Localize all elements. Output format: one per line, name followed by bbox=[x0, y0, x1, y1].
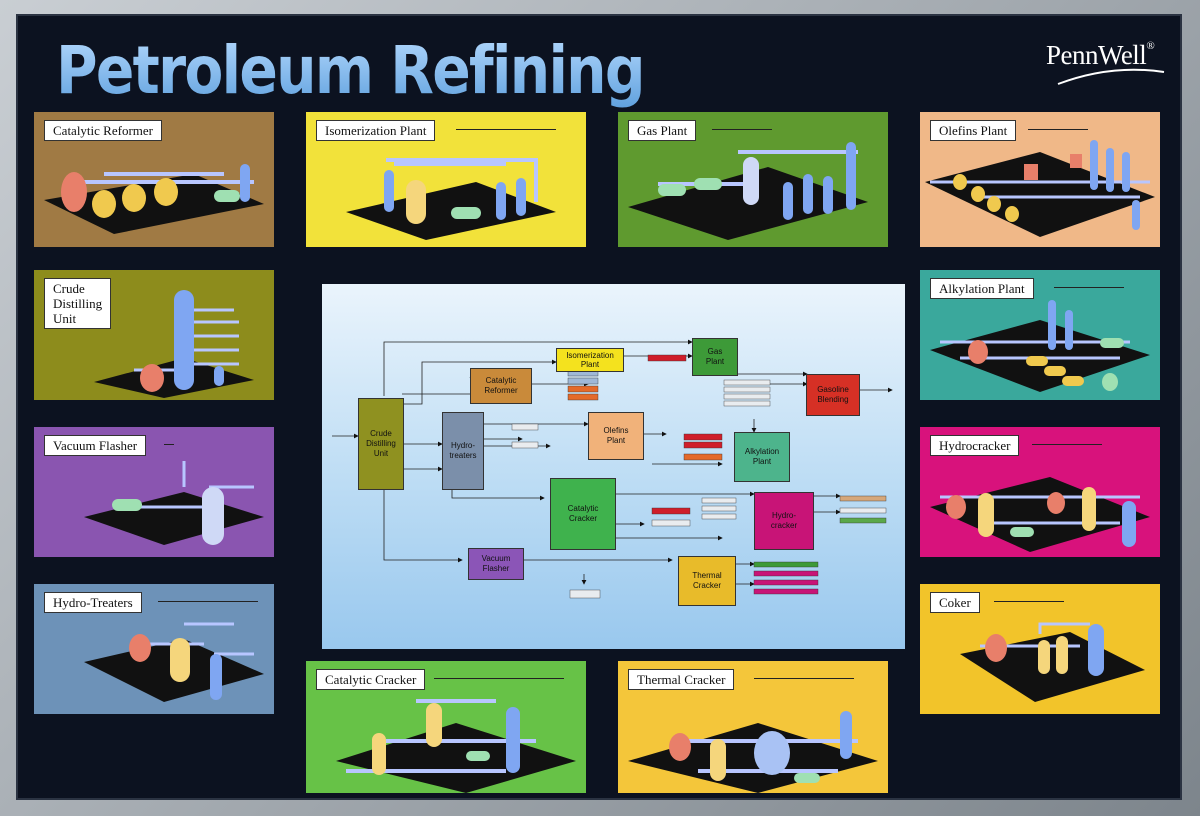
unit-label: Reformer bbox=[484, 386, 518, 395]
unit-label: Vacuum bbox=[481, 554, 511, 563]
unit-hydrocracker: Hydro- cracker bbox=[754, 492, 814, 550]
unit-label: treaters bbox=[449, 451, 477, 460]
unit-label: Distilling bbox=[366, 439, 396, 448]
label-rule bbox=[1032, 444, 1102, 445]
catalytic-reformer-illustration bbox=[44, 164, 264, 234]
unit-label: Crude bbox=[370, 429, 392, 438]
panel-vacuum-flasher: Vacuum Flasher bbox=[34, 427, 274, 557]
panel-label: Vacuum Flasher bbox=[44, 435, 147, 456]
thermal-cracker-illustration bbox=[628, 711, 878, 793]
unit-label: Olefins bbox=[603, 426, 629, 435]
panel-catalytic-cracker: Catalytic Cracker bbox=[306, 661, 586, 793]
unit-label: Blending bbox=[817, 395, 849, 404]
panel-label: Coker bbox=[930, 592, 980, 613]
unit-vacuum-flasher: Vacuum Flasher bbox=[468, 548, 524, 580]
panel-crude-distilling-unit: Crude Distilling Unit bbox=[34, 270, 274, 400]
unit-label: Gas bbox=[707, 347, 723, 356]
unit-isomerization: Isomerization Plant bbox=[556, 348, 624, 372]
panel-catalytic-reformer: Catalytic Reformer bbox=[34, 112, 274, 247]
refinery-flow-diagram: Crude Distilling Unit Hydro- treaters Ca… bbox=[322, 284, 905, 649]
poster: Petroleum Refining PennWell® Catalytic R… bbox=[16, 14, 1182, 800]
label-rule bbox=[1028, 129, 1088, 130]
label-rule bbox=[158, 601, 258, 602]
panel-label: Olefins Plant bbox=[930, 120, 1017, 141]
panel-label: Gas Plant bbox=[628, 120, 697, 141]
unit-label: Flasher bbox=[482, 564, 510, 573]
flow-diagram-canvas bbox=[332, 339, 893, 599]
unit-label: Hydro- bbox=[450, 441, 475, 450]
panel-label: Alkylation Plant bbox=[930, 278, 1034, 299]
unit-label: Plant bbox=[752, 457, 772, 466]
unit-catalytic-cracker: Catalytic Cracker bbox=[550, 478, 616, 550]
isomerization-plant-illustration bbox=[346, 158, 556, 240]
unit-label: Hydro- bbox=[771, 511, 796, 520]
panel-hydro-treaters: Hydro-Treaters bbox=[34, 584, 274, 714]
panel-gas-plant: Gas Plant bbox=[618, 112, 888, 247]
label-rule bbox=[994, 601, 1064, 602]
hydro-treaters-illustration bbox=[84, 622, 264, 702]
unit-label: Catalytic bbox=[567, 504, 599, 513]
registered-mark: ® bbox=[1146, 40, 1155, 52]
panel-label: Crude Distilling Unit bbox=[44, 278, 112, 329]
label-rule bbox=[754, 678, 854, 679]
unit-label: Cracker bbox=[692, 581, 721, 590]
panel-label: Hydro-Treaters bbox=[44, 592, 142, 613]
panel-olefins-plant: Olefins Plant bbox=[920, 112, 1160, 247]
unit-gas-plant: Gas Plant bbox=[692, 338, 738, 376]
panel-label-line: Distilling bbox=[53, 296, 103, 311]
crude-distilling-illustration bbox=[94, 290, 254, 398]
poster-title: Petroleum Refining bbox=[56, 28, 646, 114]
unit-catalytic-reformer: Catalytic Reformer bbox=[470, 368, 532, 404]
unit-label: cracker bbox=[770, 521, 798, 530]
unit-label: Isomerization bbox=[566, 351, 614, 360]
vacuum-flasher-illustration bbox=[84, 461, 264, 545]
panel-coker: Coker bbox=[920, 584, 1160, 714]
panel-thermal-cracker: Thermal Cracker bbox=[618, 661, 888, 793]
catalytic-cracker-illustration bbox=[336, 699, 576, 793]
unit-label: Alkylation bbox=[744, 447, 780, 456]
label-rule bbox=[456, 129, 556, 130]
panel-label: Thermal Cracker bbox=[628, 669, 735, 690]
panel-label-line: Crude bbox=[53, 281, 85, 296]
unit-hydro-treaters: Hydro- treaters bbox=[442, 412, 484, 490]
coker-illustration bbox=[960, 622, 1145, 702]
label-rule bbox=[434, 678, 564, 679]
unit-olefins: Olefins Plant bbox=[588, 412, 644, 460]
unit-crude-distilling: Crude Distilling Unit bbox=[358, 398, 404, 490]
panel-label: Isomerization Plant bbox=[316, 120, 436, 141]
unit-label: Unit bbox=[373, 449, 389, 458]
logo-text: PennWell bbox=[1046, 40, 1147, 70]
unit-label: Plant bbox=[580, 360, 600, 369]
unit-label: Thermal bbox=[692, 571, 722, 580]
product-tags bbox=[511, 354, 887, 599]
panel-isomerization-plant: Isomerization Plant bbox=[306, 112, 586, 247]
panel-label: Hydrocracker bbox=[930, 435, 1020, 456]
panel-label: Catalytic Reformer bbox=[44, 120, 162, 141]
pennwell-logo: PennWell® bbox=[1046, 40, 1155, 71]
label-rule bbox=[1054, 287, 1124, 288]
panel-label-line: Unit bbox=[53, 311, 77, 326]
unit-label: Plant bbox=[606, 436, 626, 445]
label-rule bbox=[164, 444, 174, 445]
logo-swoosh-icon bbox=[1057, 68, 1165, 85]
label-rule bbox=[712, 129, 772, 130]
unit-label: Catalytic bbox=[485, 376, 517, 385]
panel-alkylation-plant: Alkylation Plant bbox=[920, 270, 1160, 400]
hydrocracker-illustration bbox=[930, 477, 1150, 552]
gas-plant-illustration bbox=[628, 142, 868, 240]
panel-hydrocracker: Hydrocracker bbox=[920, 427, 1160, 557]
unit-thermal-cracker: Thermal Cracker bbox=[678, 556, 736, 606]
unit-alkylation: Alkylation Plant bbox=[734, 432, 790, 482]
alkylation-plant-illustration bbox=[930, 300, 1150, 392]
unit-label: Gasoline bbox=[817, 385, 849, 394]
unit-gasoline-blending: Gasoline Blending bbox=[806, 374, 860, 416]
unit-label: Plant bbox=[705, 357, 725, 366]
panel-label: Catalytic Cracker bbox=[316, 669, 426, 690]
unit-label: Cracker bbox=[568, 514, 597, 523]
olefins-plant-illustration bbox=[925, 140, 1155, 237]
